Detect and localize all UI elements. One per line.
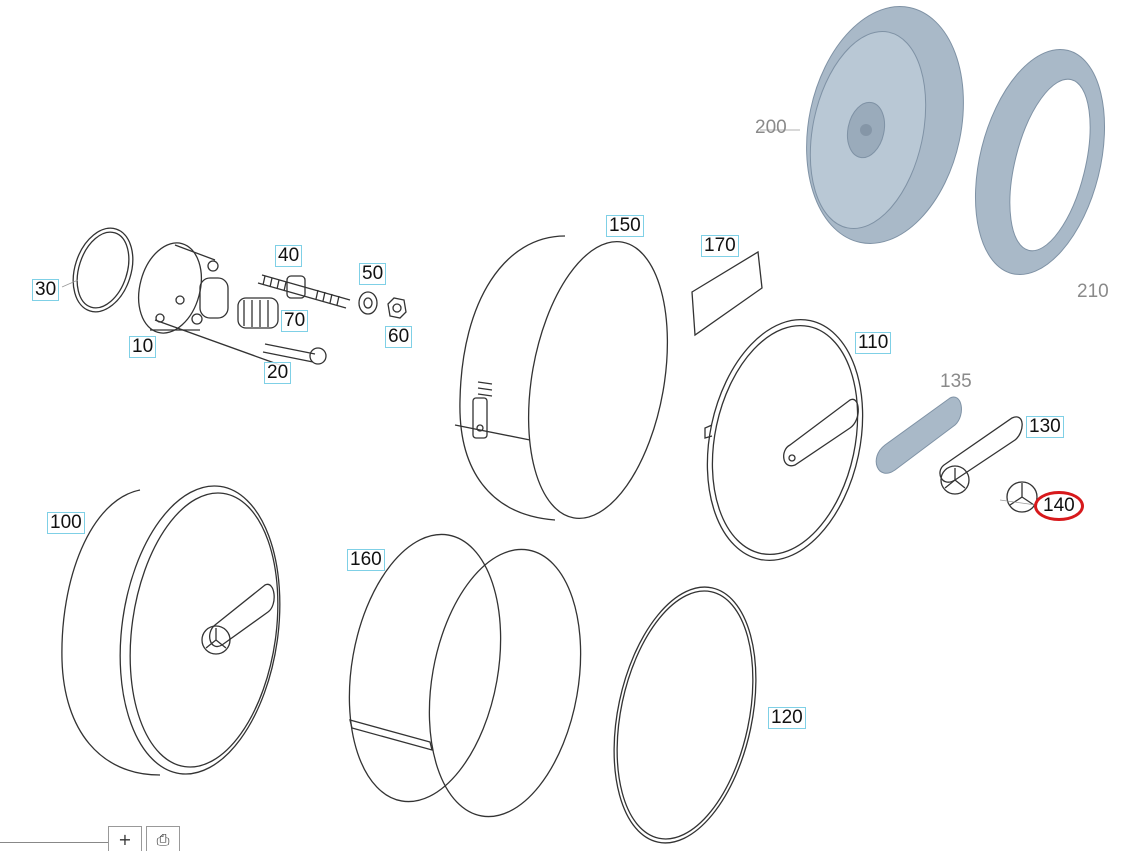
part-135-plate[interactable] bbox=[875, 396, 962, 474]
part-150-shell[interactable] bbox=[454, 231, 687, 530]
zoom-in-button[interactable]: + bbox=[108, 826, 142, 851]
callout-170[interactable]: 170 bbox=[701, 235, 739, 257]
part-140-emblem[interactable] bbox=[1006, 481, 1038, 513]
callout-50[interactable]: 50 bbox=[359, 263, 387, 285]
part-210-ring[interactable] bbox=[954, 36, 1126, 288]
callout-20[interactable]: 20 bbox=[264, 362, 292, 384]
callout-210[interactable]: 210 bbox=[1077, 281, 1109, 302]
part-60-nut[interactable] bbox=[387, 297, 407, 319]
part-130-emblem-plate[interactable] bbox=[939, 416, 1023, 495]
callout-200[interactable]: 200 bbox=[755, 117, 787, 138]
callout-160[interactable]: 160 bbox=[347, 549, 385, 571]
print-button[interactable]: ⎙ bbox=[146, 826, 180, 851]
part-100-assembly[interactable] bbox=[61, 476, 298, 785]
callout-60[interactable]: 60 bbox=[385, 326, 413, 348]
callout-110[interactable]: 110 bbox=[855, 332, 892, 354]
callout-135[interactable]: 135 bbox=[940, 371, 972, 392]
viewer-toolbar: + ⎙ bbox=[0, 826, 200, 851]
callout-70[interactable]: 70 bbox=[281, 310, 309, 332]
part-40-stud[interactable] bbox=[257, 274, 351, 309]
part-120-seal[interactable] bbox=[592, 574, 777, 851]
part-20-bolt[interactable] bbox=[262, 343, 327, 365]
part-30-oring[interactable] bbox=[63, 220, 143, 319]
callout-150[interactable]: 150 bbox=[606, 215, 644, 237]
part-70-sleeve[interactable] bbox=[237, 297, 279, 329]
part-10-hub[interactable] bbox=[129, 236, 281, 366]
toolbar-divider bbox=[0, 842, 108, 843]
printer-icon: ⎙ bbox=[156, 830, 170, 849]
callout-40[interactable]: 40 bbox=[275, 245, 303, 267]
part-160-rings[interactable] bbox=[330, 522, 601, 828]
callout-30[interactable]: 30 bbox=[32, 279, 60, 301]
part-170-label[interactable] bbox=[691, 250, 763, 337]
callout-100[interactable]: 100 bbox=[47, 512, 85, 534]
callout-10[interactable]: 10 bbox=[129, 336, 157, 358]
callout-140[interactable]: 140 bbox=[1034, 491, 1084, 521]
part-50-washer[interactable] bbox=[358, 291, 378, 315]
plus-icon: + bbox=[118, 830, 132, 849]
callout-130[interactable]: 130 bbox=[1026, 416, 1064, 438]
part-200-rim[interactable] bbox=[786, 0, 985, 258]
callout-120[interactable]: 120 bbox=[768, 707, 806, 729]
part-110-cover[interactable] bbox=[686, 305, 883, 575]
